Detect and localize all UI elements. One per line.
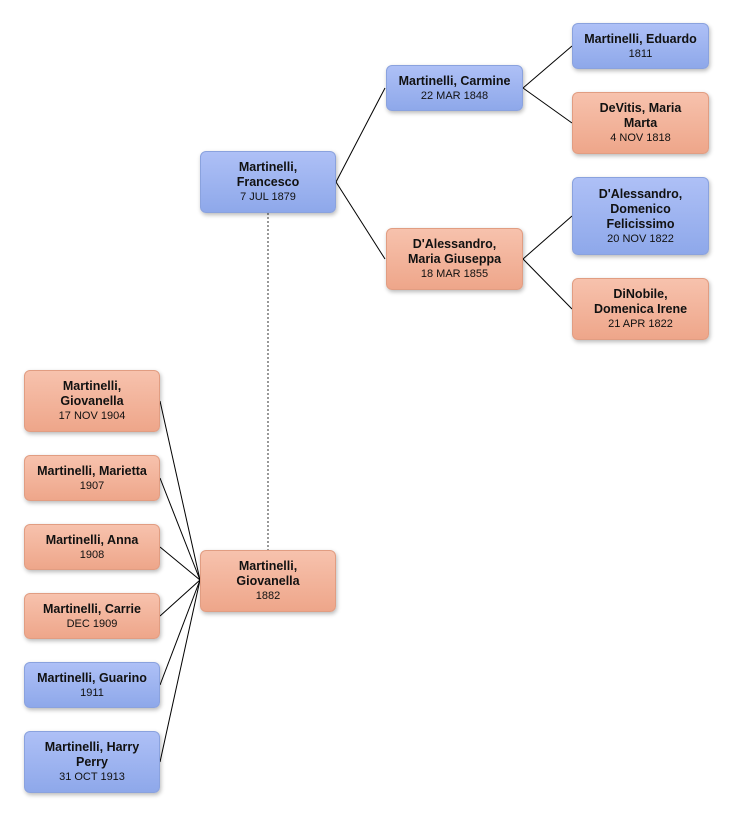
person-date: DEC 1909 — [66, 617, 118, 630]
person-card-dinobile[interactable]: DiNobile, Domenica Irene 21 APR 1822 — [572, 278, 709, 340]
person-name: Martinelli, Eduardo — [584, 31, 697, 46]
child-link-marietta — [159, 477, 201, 581]
person-card-carmine[interactable]: Martinelli, Carmine 22 MAR 1848 — [386, 65, 523, 111]
person-date: 7 JUL 1879 — [240, 191, 296, 203]
person-name: Martinelli, Guarino — [37, 670, 147, 685]
person-date: 21 APR 1822 — [608, 318, 673, 330]
person-name: Martinelli, Carmine — [398, 73, 511, 88]
person-date: 17 NOV 1904 — [58, 410, 126, 422]
child-link-guarino — [159, 579, 201, 686]
person-date: 22 MAR 1848 — [420, 89, 489, 102]
person-card-child-giovanella[interactable]: Martinelli, Giovanella 17 NOV 1904 — [24, 370, 160, 432]
parent-link-mariag — [335, 181, 386, 260]
person-name: Martinelli, Giovanella — [236, 559, 300, 588]
parent-link-domenico — [522, 215, 573, 260]
child-link-harry — [159, 579, 201, 763]
person-card-maria-giuseppa[interactable]: D'Alessandro, Maria Giuseppa 18 MAR 1855 — [386, 228, 523, 290]
person-card-child-anna[interactable]: Martinelli, Anna 1908 — [24, 524, 160, 570]
person-date: 1908 — [79, 548, 105, 561]
person-name: Martinelli, Carrie — [43, 601, 141, 616]
person-date: 18 MAR 1855 — [420, 268, 489, 280]
person-card-child-marietta[interactable]: Martinelli, Marietta 1907 — [24, 455, 160, 501]
person-date: 20 NOV 1822 — [607, 232, 674, 245]
person-card-eduardo[interactable]: Martinelli, Eduardo 1811 — [572, 23, 709, 69]
person-card-child-harry[interactable]: Martinelli, Harry Perry 31 OCT 1913 — [24, 731, 160, 793]
person-date: 1811 — [628, 47, 653, 60]
person-name: D'Alessandro, Domenico Felicissimo — [598, 186, 683, 231]
child-link-giovanella — [159, 400, 201, 581]
person-name: Martinelli, Francesco — [236, 160, 300, 189]
parent-link-dinobile — [522, 258, 573, 310]
person-card-francesco[interactable]: Martinelli, Francesco 7 JUL 1879 — [200, 151, 336, 213]
person-name: Martinelli, Marietta — [37, 463, 147, 478]
parent-link-carmine — [335, 87, 386, 183]
person-card-domenico[interactable]: D'Alessandro, Domenico Felicissimo 20 NO… — [572, 177, 709, 255]
person-card-child-carrie[interactable]: Martinelli, Carrie DEC 1909 — [24, 593, 160, 639]
parent-link-eduardo — [522, 45, 573, 89]
person-date: 1911 — [80, 686, 104, 699]
person-date: 4 NOV 1818 — [610, 132, 671, 144]
person-name: Martinelli, Anna — [45, 532, 139, 547]
person-card-child-guarino[interactable]: Martinelli, Guarino 1911 — [24, 662, 160, 708]
person-date: 31 OCT 1913 — [59, 771, 125, 783]
person-card-devitis[interactable]: DeVitis, Maria Marta 4 NOV 1818 — [572, 92, 709, 154]
person-date: 1907 — [79, 479, 105, 492]
child-link-anna — [159, 546, 201, 581]
person-name: DiNobile, Domenica Irene — [593, 287, 688, 316]
person-name: DeVitis, Maria Marta — [599, 101, 682, 130]
child-link-carrie — [159, 579, 201, 617]
person-card-giovanella-spouse[interactable]: Martinelli, Giovanella 1882 — [200, 550, 336, 612]
person-name: D'Alessandro, Maria Giuseppa — [407, 237, 502, 266]
person-date: 1882 — [255, 590, 281, 602]
parent-link-devitis — [522, 87, 573, 124]
person-name: Martinelli, Giovanella — [60, 379, 124, 408]
person-name: Martinelli, Harry Perry — [44, 740, 140, 769]
